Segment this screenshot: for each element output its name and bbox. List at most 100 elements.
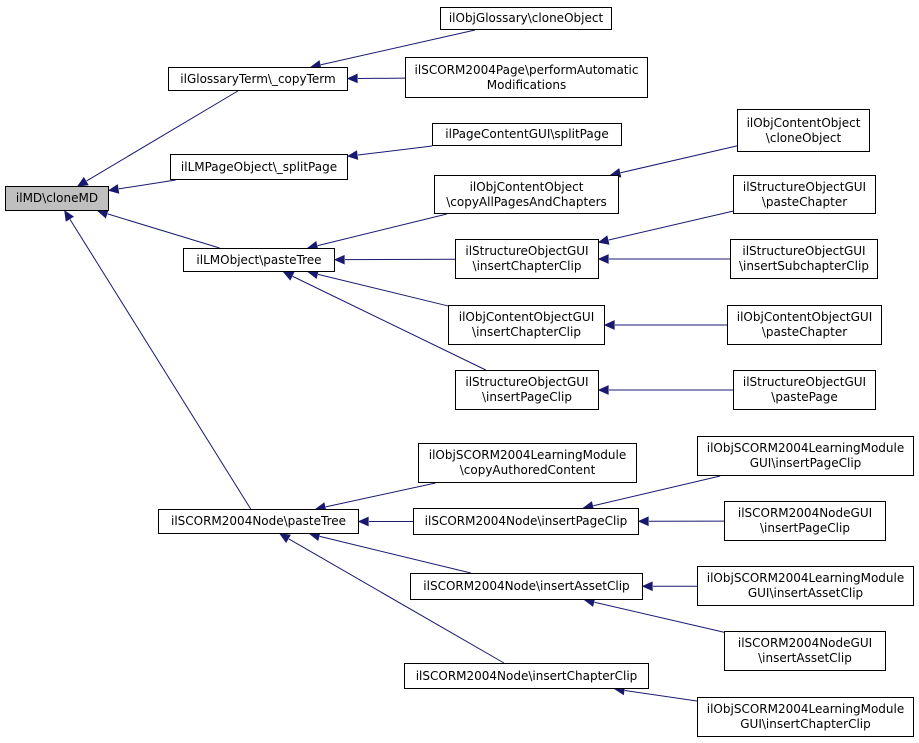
node-structureobjectgui-pastechapter[interactable]: ilStructureObjectGUI \pasteChapter (733, 175, 876, 214)
node-label-line: ilStructureObjectGUI (465, 375, 589, 389)
node-label-line: ilObjContentObject (746, 115, 861, 130)
node-ilmd-clonemd[interactable]: ilMD\cloneMD (5, 186, 109, 211)
node-label-line: ilObjSCORM2004LearningModule (706, 702, 905, 716)
arrowhead-n14-to-n6 (282, 271, 295, 281)
edge-n4-to-n0 (118, 179, 176, 190)
edge-n10-to-n9 (608, 210, 734, 241)
node-scorm2004node-insertassetclip[interactable]: ilSCORM2004Node\insertAssetClip (410, 573, 643, 600)
node-label-line: \cloneObject (765, 130, 842, 145)
node-objglossary-cloneobject[interactable]: ilObjGlossary\cloneObject (440, 7, 612, 30)
node-label-line: ilObjContentObjectGUI (736, 310, 873, 324)
node-objcontentobject-copyallpagesandchapters[interactable]: ilObjContentObject \copyAllPagesAndChapt… (434, 175, 619, 214)
node-label-line: \copyAllPagesAndChapters (446, 194, 607, 209)
edge-n17-to-n16 (325, 482, 436, 508)
node-structureobjectgui-insertsubchapterclip[interactable]: ilStructureObjectGUI \insertSubchapterCl… (730, 239, 878, 279)
edge-n25-to-n24 (624, 689, 698, 702)
node-label-line: GUI\insertAssetClip (747, 586, 864, 600)
node-scorm2004nodegui-insertassetclip[interactable]: ilSCORM2004NodeGUI \insertAssetClip (724, 631, 886, 671)
edge-n1-to-n0 (86, 90, 239, 182)
edge-n16-to-n0 (69, 219, 252, 510)
node-objscorm2004learningmodulegui-insertassetclip[interactable]: ilObjSCORM2004LearningModule GUI\insertA… (697, 566, 914, 606)
arrowhead-n24-to-n16 (279, 533, 291, 544)
arrowhead-n22-to-n21 (641, 581, 653, 592)
arrowhead-n1-to-n0 (76, 176, 89, 187)
node-label-line: ilSCORM2004Node\pasteTree (170, 514, 346, 528)
node-label-line: ilStructureObjectGUI (465, 244, 589, 258)
edge-n23-to-n21 (594, 601, 725, 633)
node-label-line: \insertAssetClip (758, 651, 852, 665)
node-objcontentobjectgui-insertchapterclip[interactable]: ilObjContentObjectGUI \insertChapterClip (448, 305, 605, 345)
node-label-line: ilObjContentObjectGUI (458, 310, 595, 324)
node-objscorm2004learningmodulegui-insertpageclip[interactable]: ilObjSCORM2004LearningModule GUI\insertP… (697, 436, 914, 476)
edge-n6-to-n0 (107, 213, 220, 249)
node-label-line: ilObjContentObject (469, 179, 584, 194)
node-label-line: ilPageContentGUI\splitPage (445, 127, 609, 141)
node-label-line: ilGlossaryTerm\_copyTerm (180, 71, 336, 86)
edge-n2-to-n1 (320, 29, 476, 66)
node-scorm2004node-insertchapterclip[interactable]: ilSCORM2004Node\insertChapterClip (404, 663, 649, 689)
node-structureobjectgui-pastepage[interactable]: ilStructureObjectGUI \pastePage (733, 370, 876, 410)
node-label-line: ilStructureObjectGUI (742, 244, 866, 258)
node-scorm2004nodegui-insertpageclip[interactable]: ilSCORM2004NodeGUI \insertPageClip (724, 501, 886, 541)
node-label-line: \copyAuthoredContent (459, 463, 596, 477)
arrowhead-n11-to-n9 (597, 254, 609, 264)
node-label-line: ilObjGlossary\cloneObject (448, 11, 604, 25)
node-glossaryterm-copyterm[interactable]: ilGlossaryTerm\_copyTerm (168, 67, 348, 91)
node-label-line: ilStructureObjectGUI (742, 375, 867, 389)
arrowhead-n4-to-n0 (107, 184, 120, 194)
node-label-line: ilSCORM2004NodeGUI (737, 506, 873, 520)
edge-n5-to-n4 (357, 145, 433, 156)
node-label-line: ilObjSCORM2004LearningModule (428, 448, 627, 462)
arrowhead-n9-to-n6 (333, 254, 345, 265)
node-label-line: ilLMPageObject\_splitPage (180, 159, 338, 174)
node-label-line: ilStructureObjectGUI (742, 179, 867, 194)
arrowhead-n18-to-n16 (357, 516, 369, 527)
node-scorm2004node-insertpageclip[interactable]: ilSCORM2004Node\insertPageClip (413, 508, 639, 535)
arrowhead-n3-to-n1 (346, 73, 358, 84)
edge-n19-to-n18 (593, 475, 721, 507)
node-label-line: ilSCORM2004Node\insertPageClip (424, 514, 628, 528)
edge-n8-to-n7 (620, 145, 738, 174)
arrowhead-n16-to-n0 (64, 209, 75, 222)
node-label-line: \pasteChapter (761, 194, 848, 209)
arrowhead-n5-to-n4 (346, 150, 359, 160)
node-label-line: \insertPageClip (760, 521, 850, 535)
node-lmpageobject-splitpage[interactable]: ilLMPageObject\_splitPage (170, 154, 348, 180)
edge-n14-to-n6 (292, 275, 486, 371)
arrowhead-n13-to-n12 (603, 320, 615, 330)
arrowhead-n15-to-n14 (597, 385, 609, 395)
node-objcontentobject-cloneobject[interactable]: ilObjContentObject \cloneObject (737, 109, 870, 152)
node-label-line: ilSCORM2004Page\performAutomatic (414, 62, 639, 77)
node-scorm2004node-pastetree[interactable]: ilSCORM2004Node\pasteTree (158, 509, 359, 534)
node-label-line: ilObjSCORM2004LearningModule (706, 441, 905, 455)
node-objscorm2004learningmodule-copyauthoredcontent[interactable]: ilObjSCORM2004LearningModule \copyAuthor… (418, 443, 637, 483)
node-objscorm2004learningmodulegui-insertchapterclip[interactable]: ilObjSCORM2004LearningModule GUI\insertC… (697, 697, 914, 737)
node-label-line: GUI\insertChapterClip (740, 717, 871, 731)
node-label-line: ilLMObject\pasteTree (196, 252, 322, 267)
node-label-line: \insertChapterClip (472, 325, 581, 339)
edge-n12-to-n6 (317, 273, 449, 307)
node-label-line: \pasteChapter (761, 325, 848, 339)
edge-n21-to-n16 (319, 535, 471, 574)
node-label-line: ilSCORM2004Node\insertAssetClip (423, 579, 630, 593)
node-label-line: ilMD\cloneMD (15, 191, 99, 205)
edge-n24-to-n16 (288, 538, 505, 664)
node-label-line: \pastePage (771, 390, 838, 404)
node-label-line: \insertSubchapterClip (739, 259, 869, 273)
node-label-line: Modifications (486, 77, 567, 92)
node-label-line: GUI\insertPageClip (749, 456, 862, 470)
node-objcontentobjectgui-pastechapter[interactable]: ilObjContentObjectGUI \pasteChapter (727, 305, 882, 345)
node-scorm2004page-performautomaticmodifications[interactable]: ilSCORM2004Page\performAutomatic Modific… (405, 57, 648, 98)
node-structureobjectgui-insertchapterclip[interactable]: ilStructureObjectGUI \insertChapterClip (455, 239, 599, 279)
node-label-line: \insertChapterClip (472, 259, 582, 273)
node-structureobjectgui-insertpageclip[interactable]: ilStructureObjectGUI \insertPageClip (455, 370, 599, 410)
edge-n7-to-n6 (317, 213, 447, 247)
node-label-line: \insertPageClip (482, 390, 572, 404)
arrowhead-n10-to-n9 (597, 235, 610, 245)
node-label-line: ilSCORM2004Node\insertChapterClip (415, 668, 638, 683)
node-lmobject-pastetree[interactable]: ilLMObject\pasteTree (183, 248, 335, 272)
arrowhead-n20-to-n18 (637, 516, 649, 527)
node-label-line: ilSCORM2004NodeGUI (737, 636, 873, 650)
node-pagecontentgui-splitpage[interactable]: ilPageContentGUI\splitPage (432, 123, 622, 146)
